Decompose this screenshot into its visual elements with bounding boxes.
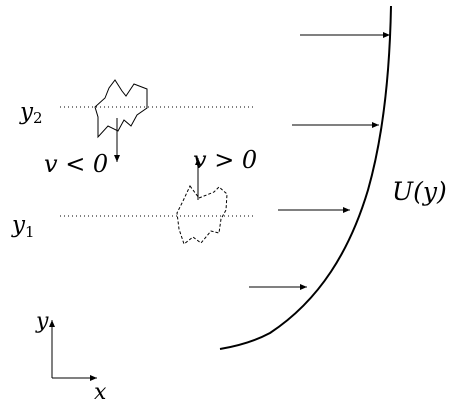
label-y2-subscript: 2	[33, 109, 43, 127]
label-velocity-profile: U(y)	[392, 177, 447, 206]
velocity-profile-curve	[219, 5, 392, 350]
fluid-parcel-upper	[94, 79, 148, 139]
label-axis-x: x	[94, 380, 107, 404]
label-v-positive: v > 0	[193, 146, 257, 174]
fluid-parcel-lower	[176, 185, 228, 245]
label-y1: y	[11, 212, 26, 238]
label-y2: y	[19, 99, 34, 125]
label-y1-subscript: 1	[25, 223, 35, 241]
label-v-negative: v < 0	[44, 150, 108, 178]
label-axis-y: y	[35, 309, 49, 334]
